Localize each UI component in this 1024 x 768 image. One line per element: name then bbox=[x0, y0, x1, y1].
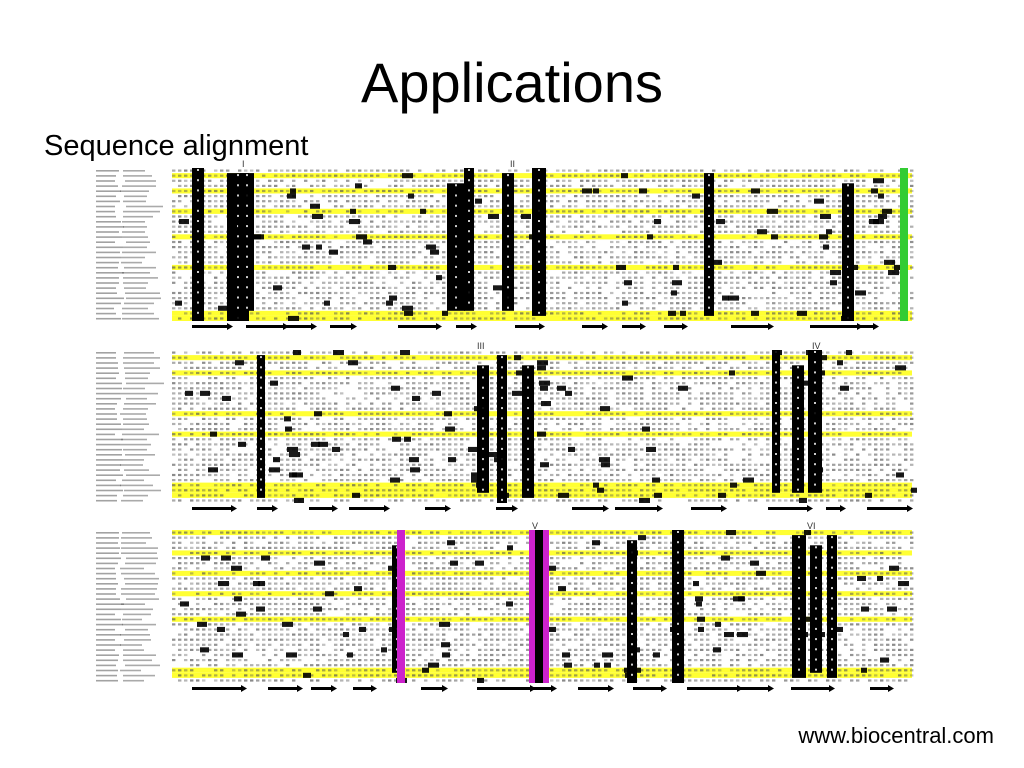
secondary-structure-arrow-icon bbox=[311, 685, 337, 692]
secondary-structure-arrow-icon bbox=[691, 505, 727, 512]
secondary-structure-arrow-icon bbox=[421, 685, 448, 692]
secondary-structure-arrow-icon bbox=[867, 505, 913, 512]
secondary-structure-arrow-icon bbox=[257, 505, 278, 512]
secondary-structure-arrow-icon bbox=[192, 323, 233, 330]
secondary-structure-arrow-icon bbox=[738, 685, 774, 692]
secondary-structure-arrow-icon bbox=[268, 685, 303, 692]
block-marker: I bbox=[242, 160, 245, 169]
secondary-structure-arrow-icon bbox=[664, 323, 688, 330]
slide-subtitle: Sequence alignment bbox=[44, 130, 309, 162]
secondary-structure-arrow-icon bbox=[192, 505, 237, 512]
block-marker: IV bbox=[812, 341, 821, 351]
secondary-structure-arrow-icon bbox=[353, 685, 377, 692]
secondary-structure-arrow-icon bbox=[192, 685, 247, 692]
secondary-structure-arrow-icon bbox=[622, 323, 646, 330]
footer-url: www.biocentral.com bbox=[798, 723, 994, 748]
secondary-structure-arrow-icon bbox=[523, 685, 557, 692]
secondary-structure-arrow-icon bbox=[810, 323, 863, 330]
secondary-structure-arrow-icon bbox=[857, 323, 879, 330]
block-marker: III bbox=[477, 341, 485, 351]
secondary-structure-arrow-icon bbox=[246, 323, 289, 330]
secondary-structure-arrow-icon bbox=[791, 685, 835, 692]
alignment-block-2: III IV bbox=[96, 341, 917, 512]
secondary-structure-arrow-icon bbox=[615, 505, 663, 512]
secondary-structure-arrow-icon bbox=[768, 505, 813, 512]
secondary-structure-arrow-icon bbox=[572, 505, 609, 512]
secondary-structure-arrow-icon bbox=[870, 685, 894, 692]
secondary-structure-arrow-icon bbox=[687, 685, 743, 692]
secondary-structure-arrow-icon bbox=[731, 323, 774, 330]
secondary-structure-arrow-icon bbox=[515, 323, 545, 330]
secondary-structure-arrow-icon bbox=[425, 505, 451, 512]
block-marker: V bbox=[532, 521, 538, 531]
alignment-block-3: V VI bbox=[96, 521, 914, 692]
slide-title: Applications bbox=[361, 51, 663, 114]
secondary-structure-arrow-icon bbox=[633, 685, 667, 692]
secondary-structure-arrow-icon bbox=[286, 323, 317, 330]
secondary-structure-arrow-icon bbox=[496, 505, 518, 512]
block-marker: II bbox=[510, 160, 515, 169]
secondary-structure-arrow-icon bbox=[826, 505, 846, 512]
secondary-structure-arrow-icon bbox=[578, 685, 614, 692]
secondary-structure-arrow-icon bbox=[309, 505, 338, 512]
secondary-structure-arrow-icon bbox=[456, 323, 477, 330]
secondary-structure-arrow-icon bbox=[330, 323, 357, 330]
secondary-structure-arrow-icon bbox=[582, 323, 608, 330]
secondary-structure-arrow-icon bbox=[398, 323, 442, 330]
secondary-structure-arrow-icon bbox=[349, 505, 390, 512]
block-marker: VI bbox=[807, 521, 816, 531]
